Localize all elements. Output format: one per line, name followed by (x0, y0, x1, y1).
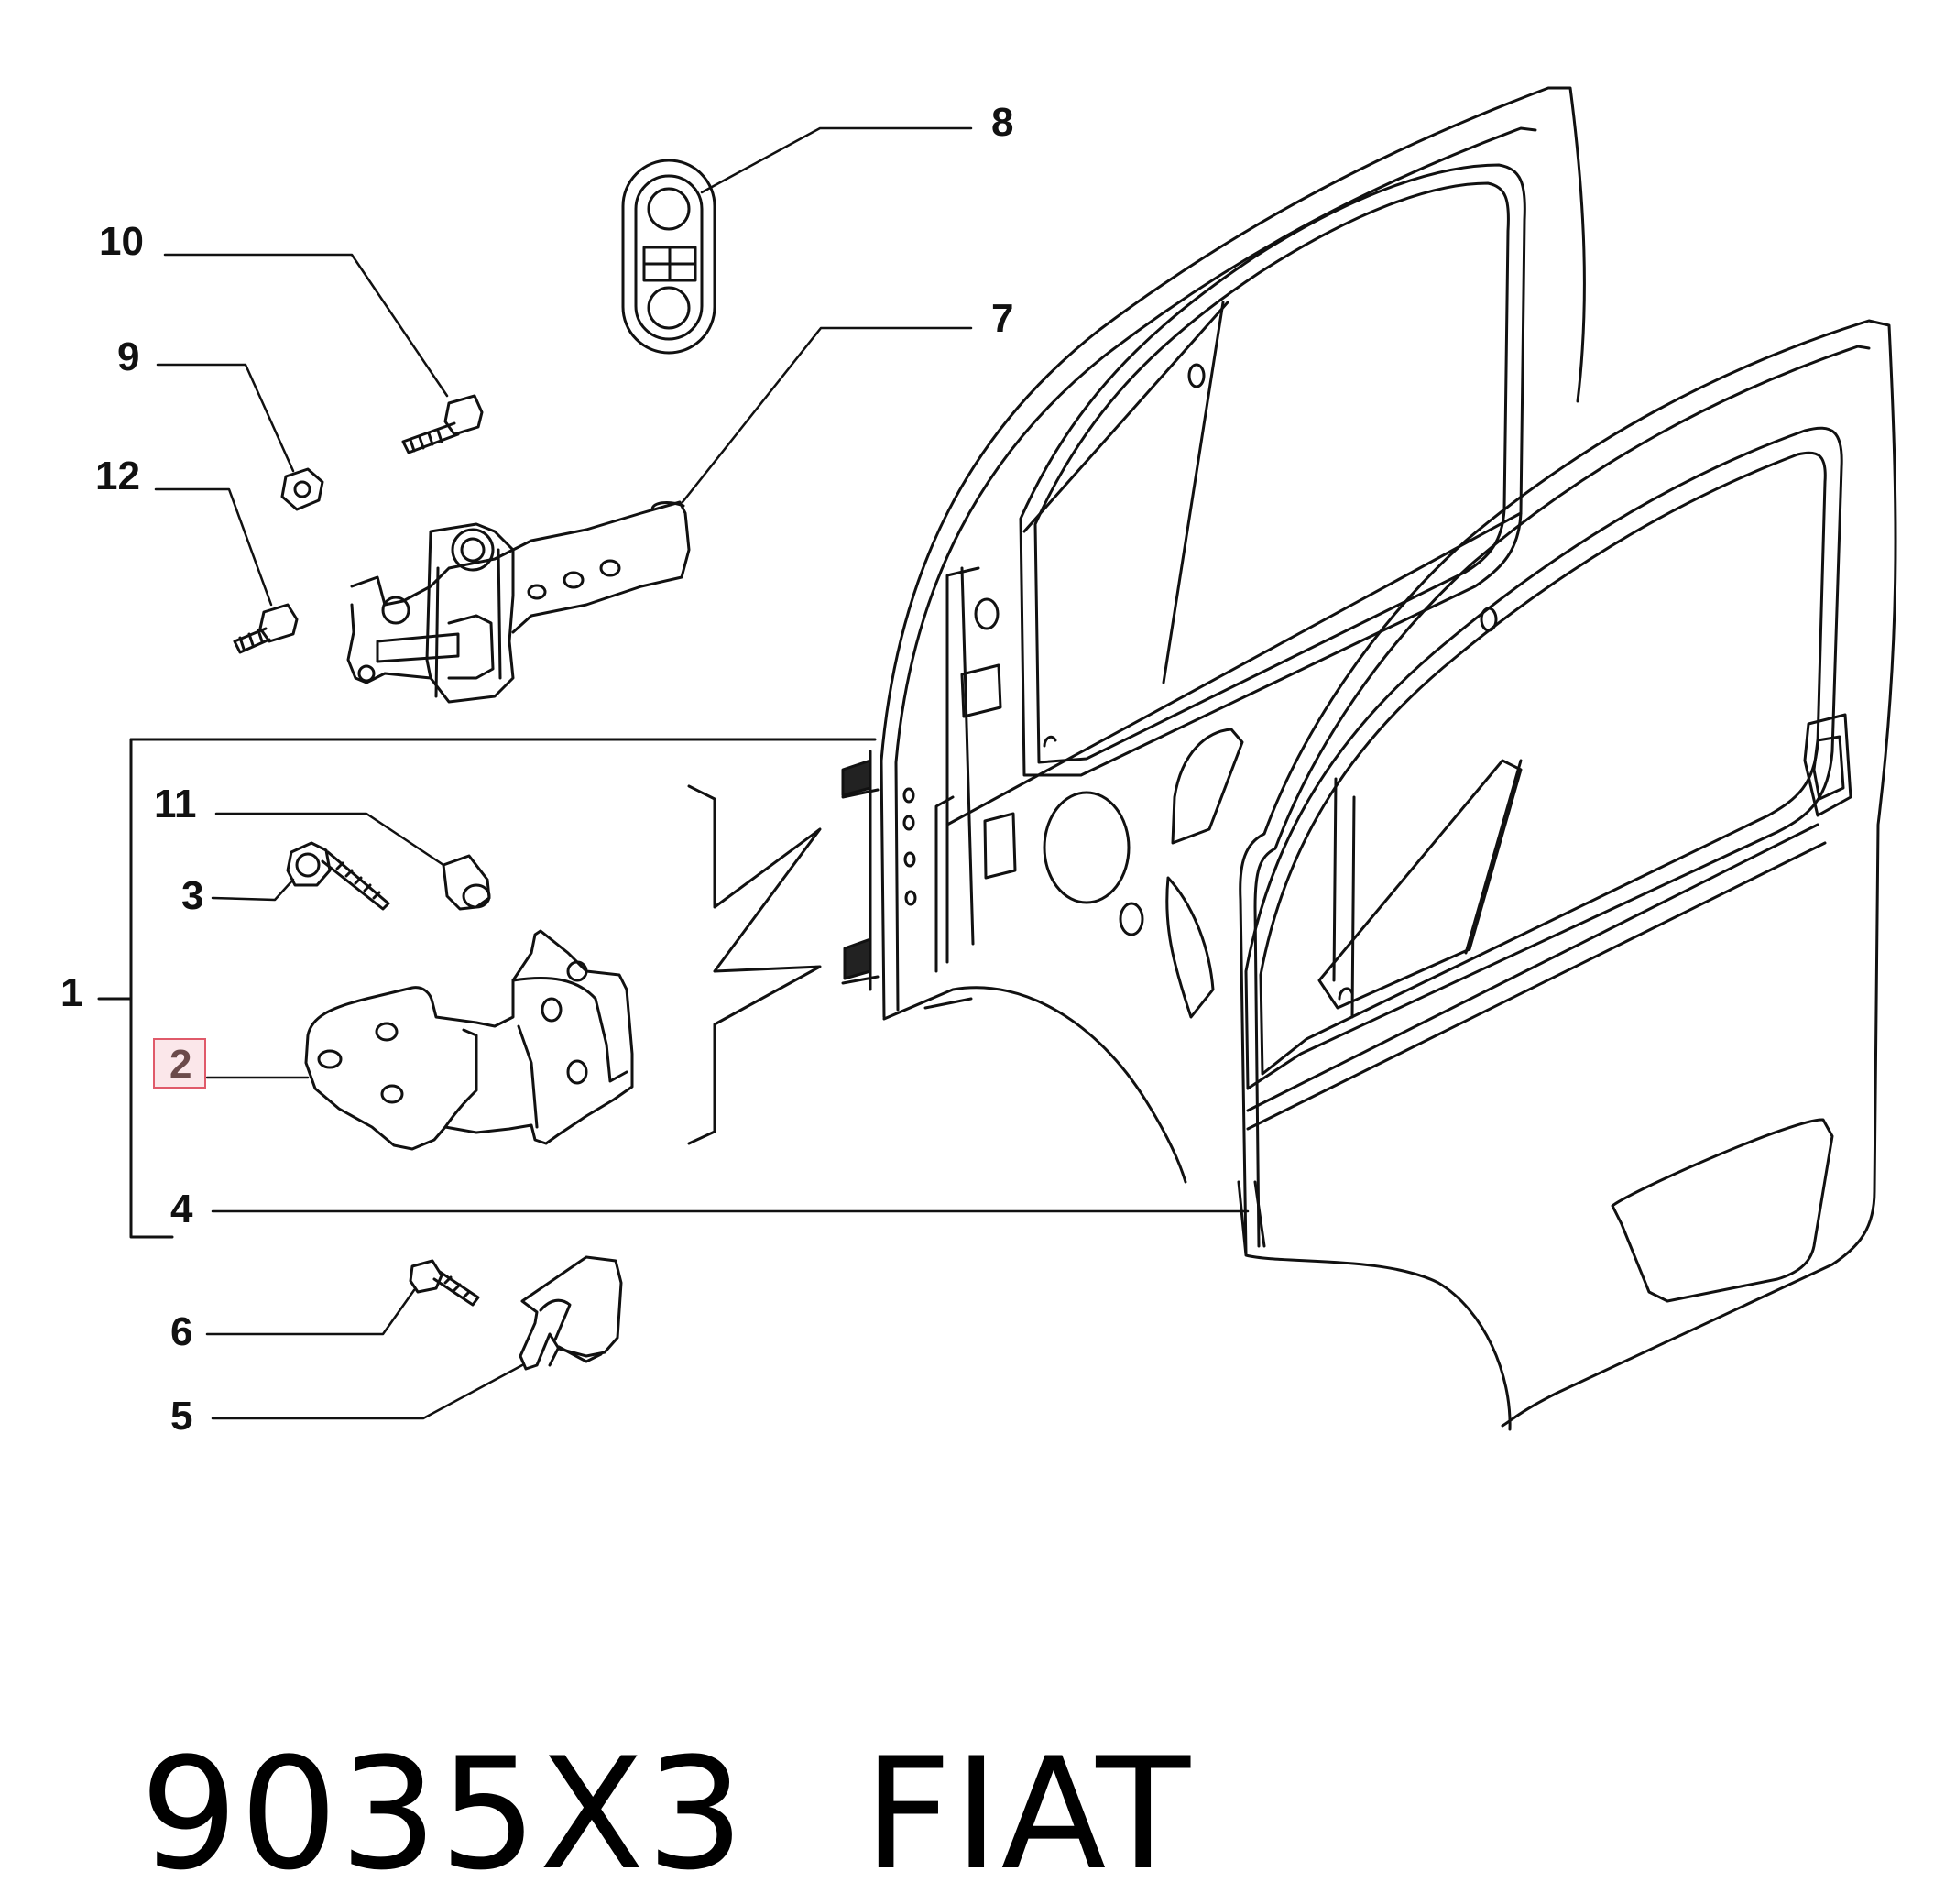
screw-part-6 (409, 1259, 480, 1307)
callout-7: 7 (991, 296, 1013, 341)
brand-name: FIAT (863, 1724, 1193, 1904)
leader-line-11 (214, 812, 445, 867)
callout-3: 3 (181, 873, 203, 918)
callout-labels: 8 10 7 9 12 11 3 1 2 4 6 5 (60, 100, 1013, 1439)
callout-1: 1 (60, 970, 82, 1015)
part-code: 9035X3 (139, 1724, 747, 1904)
grommet-part-8 (621, 159, 716, 355)
leader-lines (154, 126, 1250, 1420)
callout-8: 8 (991, 100, 1013, 145)
door-front-panel (1237, 319, 1897, 1431)
leader-line-6 (205, 1288, 416, 1336)
nut-part-9 (280, 467, 324, 511)
callout-4: 4 (170, 1187, 193, 1231)
door-check-strap-part-7 (346, 500, 691, 704)
zigzag-indicator (687, 784, 822, 1145)
clip-part-5 (519, 1255, 623, 1371)
callout-2-highlight-box (153, 1038, 206, 1089)
callout-6: 6 (170, 1309, 192, 1354)
screw-part-3 (286, 841, 390, 911)
door-rear-panel (841, 86, 1586, 1184)
callout-5: 5 (170, 1394, 192, 1439)
bolt-part-12 (233, 603, 299, 654)
leader-line-8 (700, 126, 973, 194)
assembly-bracket (97, 738, 877, 1239)
exploded-parts-diagram: 8 10 7 9 12 11 3 1 2 4 6 5 (60, 86, 1897, 1439)
leader-line-3 (211, 878, 295, 902)
bolt-part-10 (401, 394, 484, 454)
leader-line-12 (154, 487, 273, 607)
callout-12: 12 (95, 454, 140, 498)
hinge-part-2 (304, 929, 634, 1151)
callout-11: 11 (154, 782, 197, 826)
callout-10: 10 (99, 219, 144, 264)
leader-line-9 (156, 363, 295, 473)
callout-2: 2 (169, 1042, 191, 1087)
leader-line-5 (211, 1363, 524, 1420)
leader-line-10 (163, 253, 449, 398)
cap-part-11 (442, 854, 491, 911)
callout-9: 9 (117, 334, 139, 379)
leader-line-7 (681, 326, 973, 504)
